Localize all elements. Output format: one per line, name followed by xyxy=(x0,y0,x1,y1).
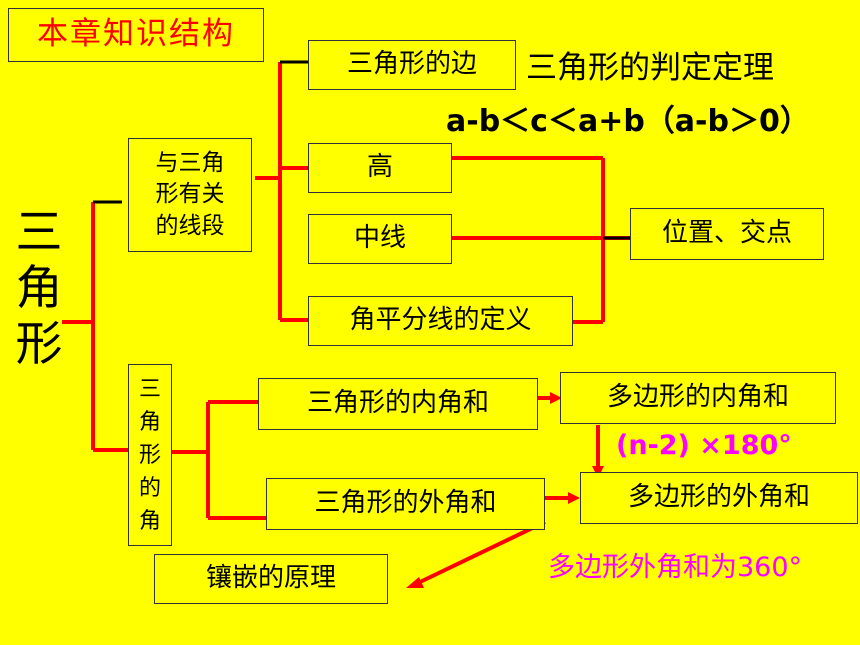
interior-sum-box: 三角形的内角和 xyxy=(258,378,538,430)
root-label: 三 角 形 xyxy=(15,205,63,372)
exterior-sum-note: 多边形外角和为360° xyxy=(548,552,803,583)
chapter-title: 本章知识结构 xyxy=(8,8,264,62)
bisector-box: 角平分线的定义 xyxy=(308,296,573,346)
branch-angles: 三 角 形 的 角 xyxy=(128,364,172,546)
tessellation-arrow-shaft xyxy=(419,520,546,584)
side-box: 三角形的边 xyxy=(308,40,516,90)
polygon-exterior-box: 多边形的外角和 xyxy=(580,472,858,524)
exterior-arrow-head xyxy=(568,492,580,504)
polygon-interior-box: 多边形的内角和 xyxy=(560,372,836,424)
tessellation-box: 镶嵌的原理 xyxy=(154,554,388,604)
exterior-sum-box: 三角形的外角和 xyxy=(266,478,545,530)
median-box: 中线 xyxy=(308,214,452,264)
branch-segments: 与三角 形有关 的线段 xyxy=(128,138,252,252)
side-theorem-title: 三角形的判定定理 xyxy=(526,50,774,86)
interior-arrow-head xyxy=(550,392,562,404)
interior-sum-formula: (n-2) ×180° xyxy=(616,430,792,461)
side-theorem-inequality: a-b＜c＜a+b（a-b＞0） xyxy=(446,104,810,139)
altitude-box: 高 xyxy=(308,143,452,193)
tessellation-arrow-head xyxy=(406,577,424,588)
position-intersection-box: 位置、交点 xyxy=(630,208,824,260)
